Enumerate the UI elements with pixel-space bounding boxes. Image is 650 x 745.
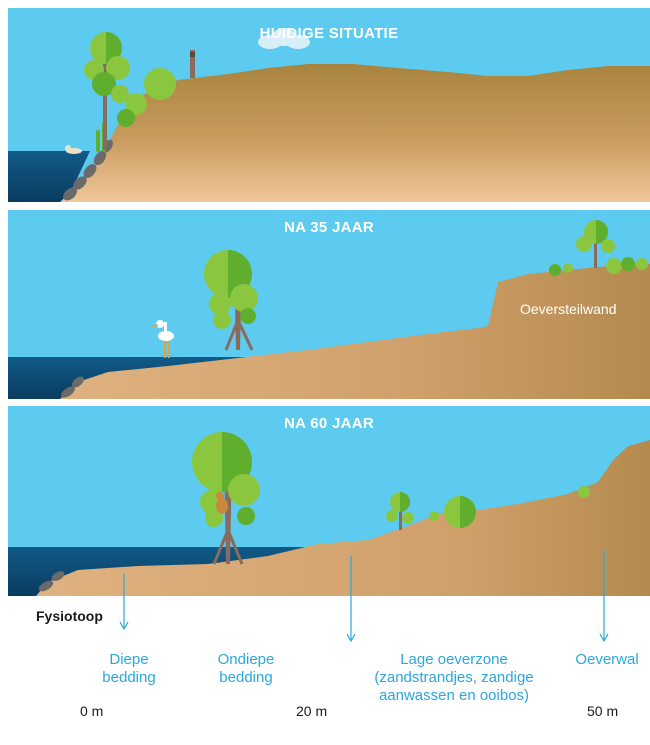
- panel-title: HUIDIGE SITUATIE: [259, 25, 399, 42]
- zone-line: Ondiepe: [217, 651, 275, 668]
- bird-icon: [65, 145, 82, 154]
- arrow-down-icon: [119, 574, 129, 630]
- rocks: [63, 139, 113, 201]
- rocks: [61, 376, 84, 398]
- zone-line: Lage oeverzone: [400, 651, 508, 668]
- panel-after-60-years: NA 60 JAAR: [8, 406, 650, 596]
- tree-icon: [204, 250, 258, 351]
- tree-icon: [386, 492, 414, 530]
- physiotope-heading: Fysiotoop: [36, 608, 103, 624]
- post-icon: [190, 50, 195, 78]
- bush-icon: [429, 486, 590, 528]
- arrow-down-icon: [599, 550, 609, 642]
- panel-title: NA 60 JAAR: [284, 415, 374, 432]
- riverbank-earth: [60, 64, 650, 202]
- panel-2-illustration: [8, 210, 650, 399]
- zone-deep-channel: Diepe bedding: [84, 651, 174, 687]
- heron-icon: [148, 320, 174, 358]
- bank-wall-label: Oeversteilwand: [520, 301, 617, 317]
- panel-3-illustration: [8, 406, 650, 596]
- zone-line: aanwassen en ooibos): [378, 687, 530, 704]
- rocks: [38, 571, 65, 592]
- zone-line: bedding: [102, 669, 156, 686]
- tree-icon: [84, 32, 130, 150]
- owl-icon: [216, 492, 228, 514]
- riverbank-earth: [36, 440, 650, 596]
- distance-tick: 0 m: [80, 703, 104, 719]
- distance-tick: 50 m: [587, 703, 619, 719]
- arrow-down-icon: [346, 556, 356, 642]
- zone-line: Oeverwal: [575, 651, 639, 668]
- zone-line: bedding: [219, 669, 273, 686]
- zone-levee: Oeverwal: [560, 651, 650, 669]
- tree-icon: [192, 432, 260, 565]
- tree-icon: [576, 220, 615, 268]
- distance-tick: 20 m: [296, 703, 328, 719]
- cloud-icon: [258, 28, 310, 49]
- panel-title: NA 35 JAAR: [284, 219, 374, 236]
- riverbank-earth: [60, 264, 650, 399]
- zone-line: Diepe: [109, 651, 149, 668]
- zone-low-bank: Lage oeverzone (zandstrandjes, zandige a…: [356, 651, 552, 705]
- bush-icon: [117, 68, 176, 127]
- panel-1-illustration: [8, 8, 650, 202]
- panel-after-35-years: NA 35 JAAR Oeversteilwand: [8, 210, 650, 399]
- panel-current-situation: HUIDIGE SITUATIE: [8, 8, 650, 202]
- zone-line: (zandstrandjes, zandige: [374, 669, 534, 686]
- zone-shallow-channel: Ondiepe bedding: [200, 651, 292, 687]
- bush-icon: [549, 257, 648, 276]
